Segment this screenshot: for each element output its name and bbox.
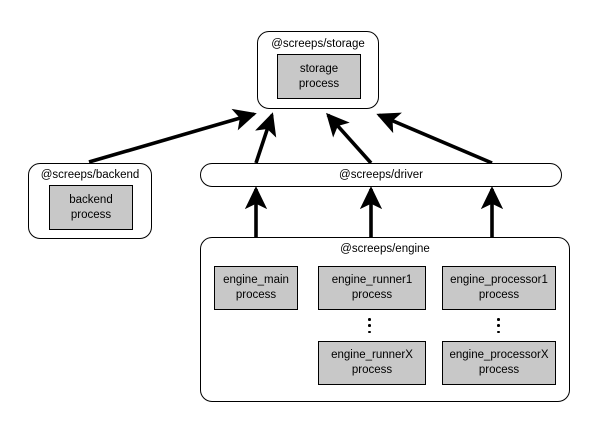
package-backend[interactable]: @screeps/backend backend process bbox=[28, 163, 152, 239]
dot bbox=[497, 330, 500, 333]
dot bbox=[497, 318, 500, 321]
package-engine-label: @screeps/engine bbox=[340, 243, 430, 255]
process-backend-name: backend bbox=[69, 193, 113, 206]
arrow-driver-to-storage-3 bbox=[376, 112, 493, 165]
ellipsis-runner bbox=[368, 318, 371, 333]
process-engine-processorX-kind: process bbox=[478, 364, 520, 376]
dot bbox=[497, 324, 500, 327]
dot bbox=[368, 318, 371, 321]
package-driver[interactable]: @screeps/driver bbox=[200, 163, 562, 187]
process-engine-runner1[interactable]: engine_runner1 process bbox=[318, 266, 426, 310]
process-engine-processor1-kind: process bbox=[478, 289, 520, 301]
process-engine-main-kind: process bbox=[235, 289, 277, 301]
process-engine-processorX[interactable]: engine_processorX process bbox=[442, 341, 556, 385]
process-engine-processorX-name: engine_processorX bbox=[449, 349, 549, 361]
process-engine-processor1[interactable]: engine_processor1 process bbox=[442, 266, 556, 310]
package-storage-label: @screeps/storage bbox=[271, 38, 365, 50]
dot bbox=[368, 324, 371, 327]
arrow-driver-to-storage-1 bbox=[254, 112, 277, 164]
package-storage[interactable]: @screeps/storage storage process bbox=[257, 31, 379, 109]
process-engine-runnerX[interactable]: engine_runnerX process bbox=[318, 341, 426, 385]
process-engine-processor1-name: engine_processor1 bbox=[450, 274, 548, 286]
package-driver-label: @screeps/driver bbox=[339, 169, 423, 181]
dot bbox=[368, 330, 371, 333]
process-engine-main-name: engine_main bbox=[223, 274, 289, 286]
arrow-backend-to-storage bbox=[88, 108, 257, 164]
process-backend-kind: process bbox=[70, 208, 112, 221]
process-storage-name: storage bbox=[299, 62, 339, 75]
process-engine-runnerX-kind: process bbox=[351, 364, 393, 376]
ellipsis-processor bbox=[497, 318, 500, 333]
process-engine-runner1-name: engine_runner1 bbox=[331, 274, 413, 286]
process-engine-main[interactable]: engine_main process bbox=[214, 266, 298, 310]
package-engine[interactable]: @screeps/engine engine_main process engi… bbox=[200, 237, 570, 402]
process-engine-runnerX-name: engine_runnerX bbox=[331, 349, 413, 361]
arrow-driver-to-storage-2 bbox=[326, 112, 373, 165]
package-backend-label: @screeps/backend bbox=[40, 169, 140, 181]
process-storage-kind: process bbox=[298, 77, 340, 90]
process-backend[interactable]: backend process bbox=[49, 185, 133, 230]
process-engine-runner1-kind: process bbox=[351, 289, 393, 301]
process-storage[interactable]: storage process bbox=[277, 54, 361, 99]
